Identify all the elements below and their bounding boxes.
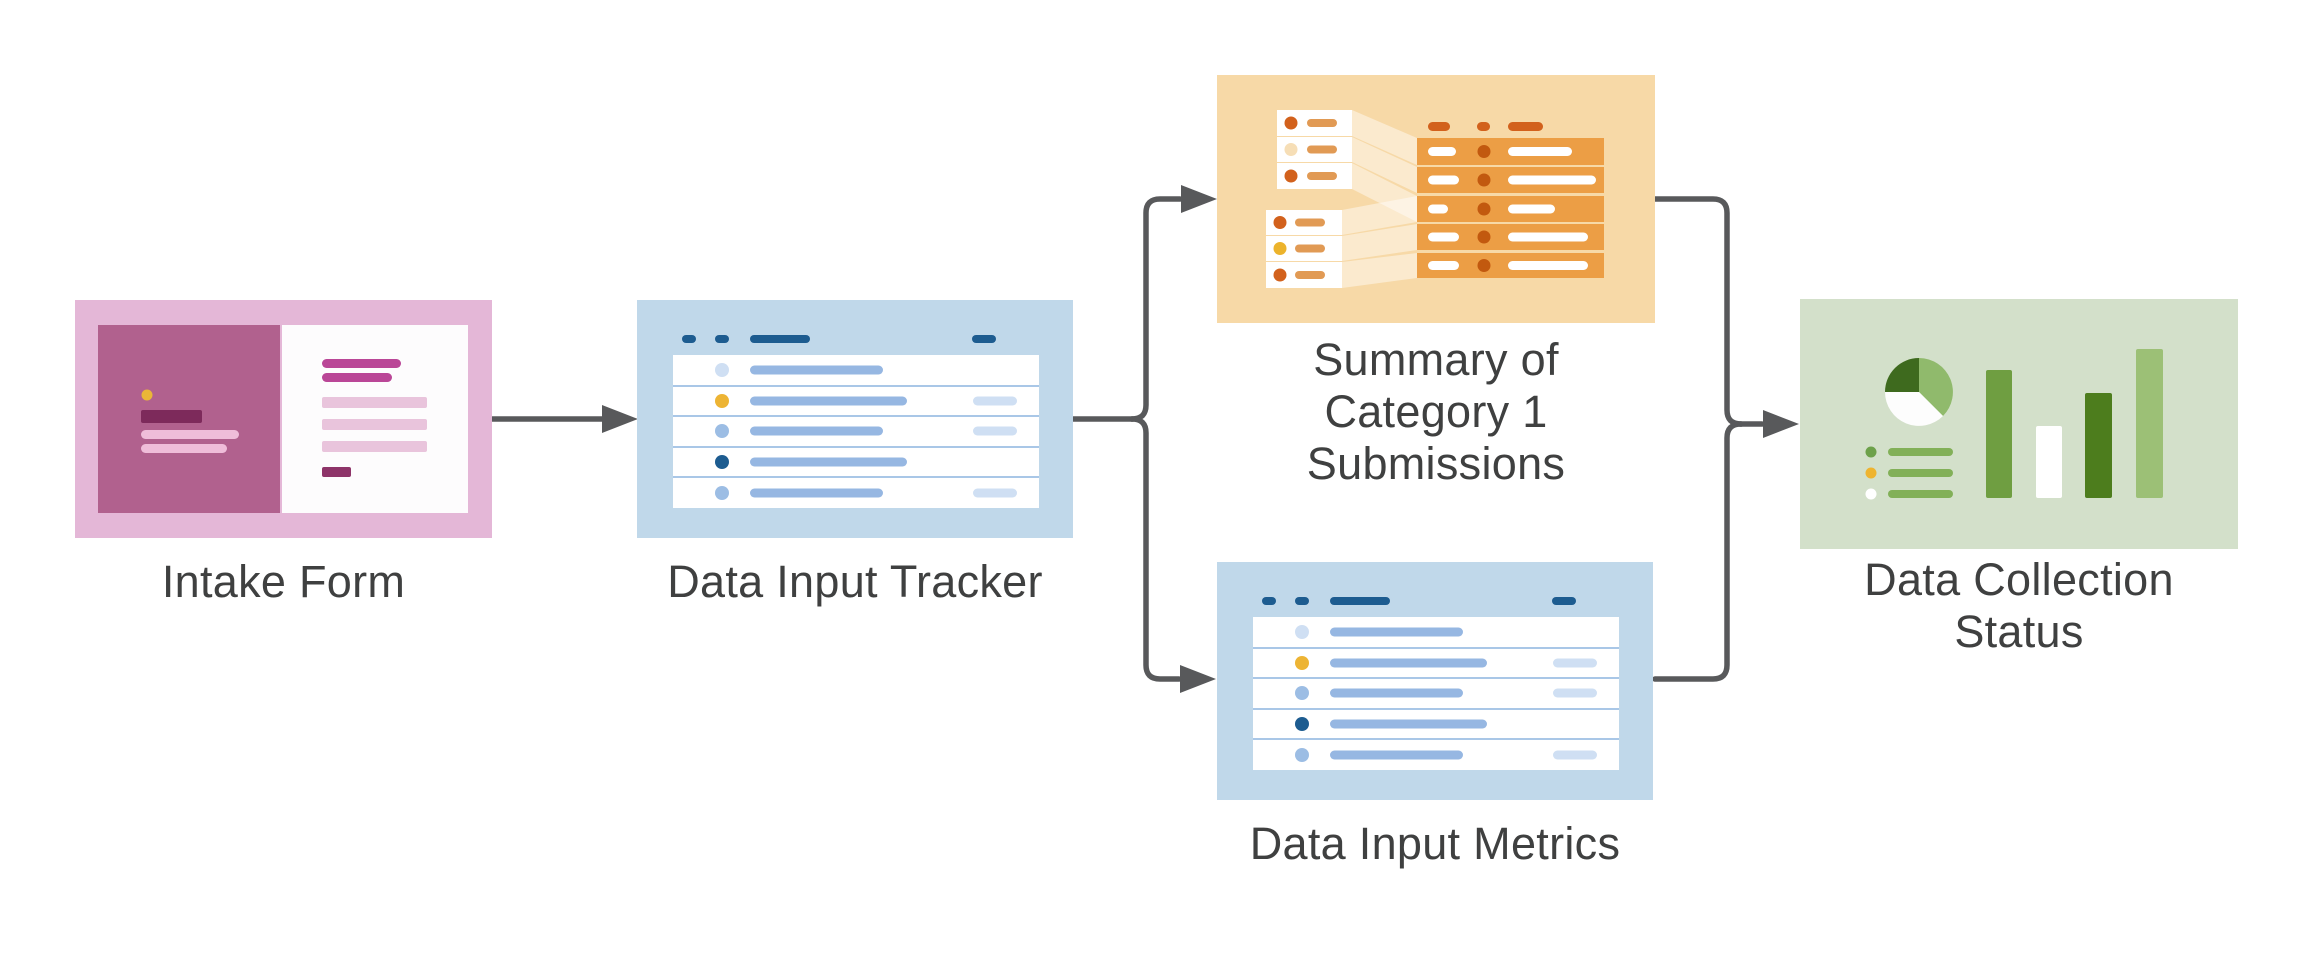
arrow-tracker-to-summary [1129, 196, 1183, 422]
summary-rows [1417, 138, 1604, 278]
node-data-input-tracker [637, 300, 1073, 538]
node-intake-form [75, 300, 492, 538]
mapping-funnels [1342, 110, 1417, 288]
node-data-input-metrics [1217, 562, 1653, 800]
arrowheads [602, 185, 1799, 693]
node-label-data-collection-status: Data Collection Status [1864, 554, 2174, 657]
node-data-collection-status [1800, 299, 2238, 549]
source-cards [1266, 110, 1352, 288]
node-label-data-input-metrics: Data Input Metrics [1249, 818, 1621, 869]
summary-header [1428, 122, 1543, 131]
heading-line [322, 359, 401, 368]
field-bar [322, 397, 427, 408]
arrowhead-icon [1180, 665, 1216, 693]
chart-legend [1865, 446, 1953, 500]
field-bar [322, 419, 427, 430]
charts-icon [1800, 299, 2238, 549]
data-table-icon [1217, 562, 1653, 800]
merge-from-metrics [1652, 421, 1744, 682]
arrow-tracker-to-metrics [1129, 416, 1182, 682]
data-table-icon [637, 300, 1073, 538]
heading-line [322, 373, 392, 382]
mapping-table-icon [1217, 75, 1655, 323]
arrowhead-icon [1181, 185, 1217, 213]
submit-button-bar [322, 467, 351, 477]
field-bar [322, 441, 427, 452]
node-label-intake-form: Intake Form [161, 556, 406, 607]
form-icon [75, 300, 492, 538]
text-line [141, 444, 227, 453]
pie-chart [1885, 358, 1953, 426]
title-bar [141, 410, 202, 423]
merge-from-summary [1652, 196, 1744, 427]
arrowhead-icon [602, 405, 638, 433]
node-summary-category-1 [1217, 75, 1655, 323]
node-label-data-input-tracker: Data Input Tracker [667, 556, 1043, 607]
bullet-dot [141, 389, 153, 401]
node-background [1800, 299, 2238, 549]
text-line [141, 430, 239, 439]
bar-chart [1986, 349, 2163, 498]
arrowhead-icon [1763, 410, 1799, 438]
node-label-summary-category-1: Summary of Category 1 Submissions [1306, 334, 1566, 489]
